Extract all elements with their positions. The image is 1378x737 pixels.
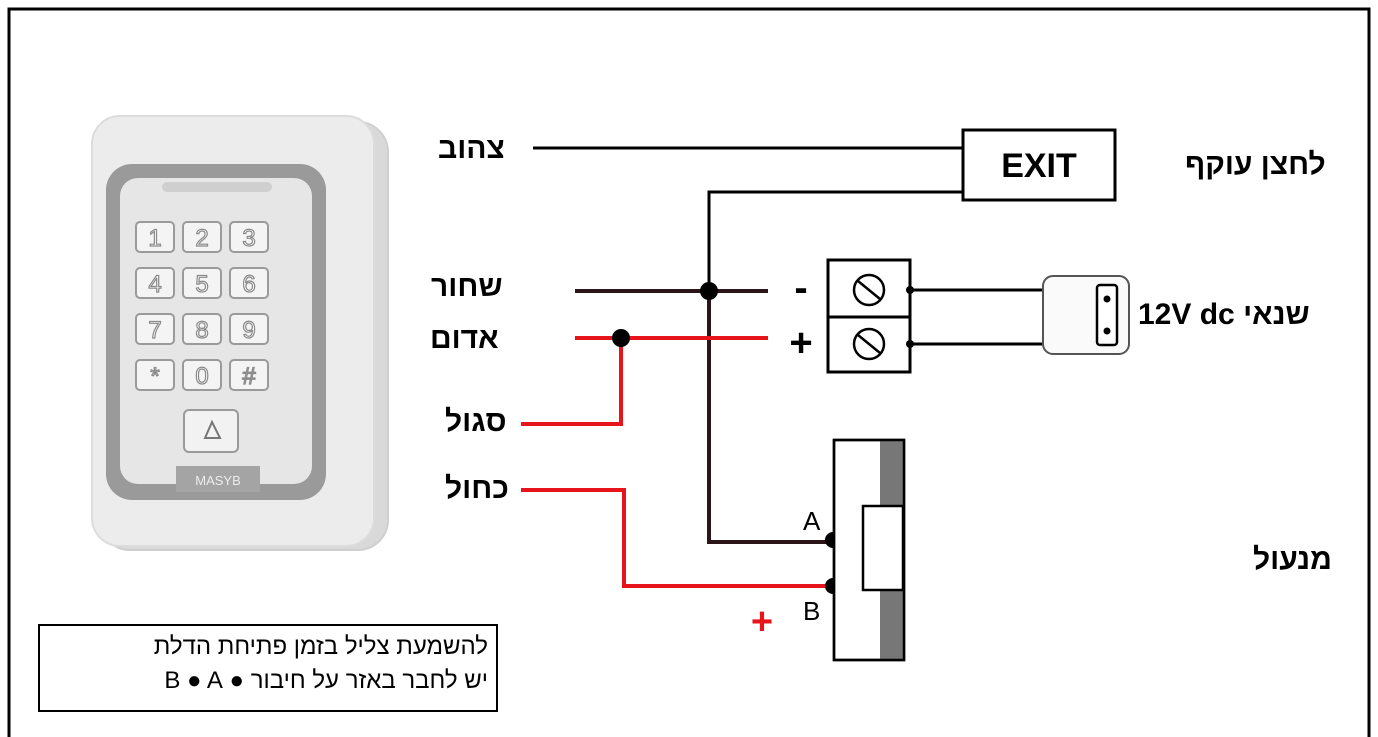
keypad-key-label: 7 [148,317,161,344]
keypad-key [182,267,222,299]
keypad-keys: 1 2 3 4 5 6 7 8 9 * 0 # [135,221,269,391]
keypad-key-label: 6 [242,271,255,298]
keypad-key [229,221,269,253]
keypad-key-label: * [150,363,159,390]
keypad-key [229,359,269,391]
keypad-key-label: # [242,363,256,390]
keypad-key [135,313,175,345]
label-yellow-wire: צהוב [438,132,505,165]
label-blue-wire: כחול [445,472,509,505]
note-line-2: יש לחבר באזר על חיבור ● B ● A [164,667,488,694]
keypad-key-label: 0 [195,363,208,390]
power-adapter [1042,275,1130,355]
keypad-key [182,359,222,391]
keypad-key [182,313,222,345]
bell-key [183,409,239,453]
keypad-key [135,267,175,299]
minus-sign: - [794,266,807,310]
exit-return-wire [707,190,965,290]
keypad-key [229,267,269,299]
lock-a-label: A [803,506,821,536]
keypad-key-label: 2 [195,225,208,252]
keypad-key-label: 1 [148,225,161,252]
keypad-key-label: 3 [242,225,255,252]
label-red-wire: אדום [430,322,499,355]
keypad-key [182,221,222,253]
keypad-key-label: 8 [195,317,208,344]
exit-label: EXIT [1001,147,1077,185]
blue-wire [521,488,836,588]
lock-b-label: B [803,596,820,626]
label-black-wire: שחור [431,270,503,303]
lock-b-polarity: + [751,601,773,643]
exit-button-box [961,128,1117,202]
plus-sign: + [789,321,812,365]
junction-dot [612,329,630,347]
lock-a-wire [707,291,836,544]
keypad-key-label: 5 [195,271,208,298]
label-exit-button: לחצן עוקף [1185,148,1326,181]
junction-dot [700,282,718,300]
keypad-key-label: 4 [148,271,161,298]
lock-device [832,438,906,662]
keypad-key [229,313,269,345]
note-line-1: להשמעת צליל בזמן פתיחת הדלת [153,633,488,660]
keypad-key-label: 9 [242,317,255,344]
bell-icon [203,419,222,439]
keypad-device: 1 2 3 4 5 6 7 8 9 * 0 # MASYB [91,115,389,551]
keypad-key [135,221,175,253]
buzzer-note: להשמעת צליל בזמן פתיחת הדלת יש לחבר באזר… [38,624,498,712]
label-purple-wire: סגול [445,405,507,438]
label-lock: מנעול [1253,543,1332,576]
brand-label: MASYB [195,473,241,488]
outer-frame [7,7,1371,737]
purple-wire [521,338,623,426]
terminal-block [826,258,914,374]
keypad-key [135,359,175,391]
label-power-supply: שנאי 12V dc [1138,298,1310,331]
